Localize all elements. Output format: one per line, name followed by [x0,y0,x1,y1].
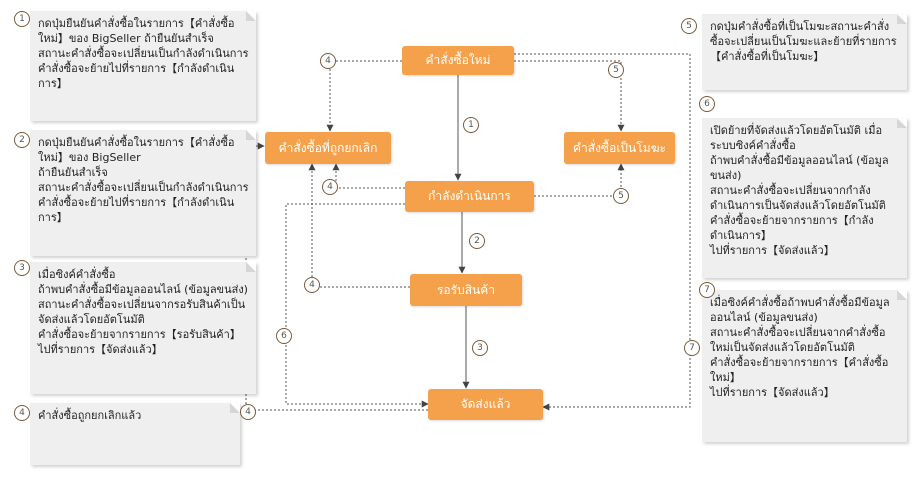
node-new-order: คำสั่งซื้อใหม่ [402,46,514,75]
edge-badge-new-to-invalid: 5 [608,62,624,78]
note-6: เปิดย้ายที่จัดส่งแล้วโดยอัตโนมัติ เมื่อร… [702,118,907,278]
note-fold [246,130,256,140]
edge-badge-awaiting-to-shipped: 3 [472,340,488,356]
edge-badge-new-to-processing: 1 [463,117,479,133]
edge-badge-shipped-to-cancelled: 4 [240,404,256,420]
note-fold [897,14,907,24]
note-1-number: 1 [14,11,30,27]
edge-badge-processing-to-invalid: 5 [613,188,629,204]
node-awaiting-pickup: รอรับสินค้า [410,274,522,306]
edge-badge-new-to-cancelled: 4 [320,53,336,69]
node-invalid: คำสั่งซื้อเป็นโมฆะ [564,132,675,164]
note-6-text: เปิดย้ายที่จัดส่งแล้วโดยอัตโนมัติ เมื่อร… [710,124,889,257]
note-3-number: 3 [14,260,30,276]
note-2: กดปุ่มยืนยันคำสั่งซื้อในรายการ【คำสั่งซื้… [30,130,256,256]
edge-badge-new-to-shipped: 7 [684,340,700,356]
note-4: คำสั่งซื้อถูกยกเลิกแล้ว [30,403,240,465]
edge-new-to-shipped [514,53,691,411]
note-fold [897,290,907,300]
note-3-text: เมื่อซิงค์คำสั่งซื้อ ถ้าพบคำสั่งซื้อมีข้… [38,268,248,356]
note-2-text: กดปุ่มยืนยันคำสั่งซื้อในรายการ【คำสั่งซื้… [38,136,249,224]
note-fold [230,403,240,413]
edge-badge-awaiting-to-cancelled: 4 [304,277,320,293]
note-6-number: 6 [699,96,715,112]
node-shipped: จัดส่งแล้ว [428,389,543,420]
edge-badge-processing-to-awaiting: 2 [469,233,485,249]
note-fold [246,262,256,272]
note-3: เมื่อซิงค์คำสั่งซื้อ ถ้าพบคำสั่งซื้อมีข้… [30,262,256,394]
note-7-text: เมื่อซิงค์คำสั่งซื้อถ้าพบคำสั่งซื้อมีข้อ… [710,296,890,399]
node-processing: กำลังดำเนินการ [405,181,534,212]
note-2-number: 2 [14,132,30,148]
note-5-number: 5 [681,18,697,34]
note-fold [897,118,907,128]
note-7-number: 7 [699,282,715,298]
note-1: กดปุ่มยืนยันคำสั่งซื้อในรายการ【คำสั่งซื้… [30,11,256,121]
edge-processing-to-invalid [534,163,625,197]
note-fold [246,11,256,21]
edge-processing-to-cancelled [332,163,405,189]
note-4-number: 4 [14,405,30,421]
node-cancelled: คำสั่งซื้อที่ถูกยกเลิก [265,132,391,164]
edge-new-to-cancelled [326,60,402,132]
note-4-text: คำสั่งซื้อถูกยกเลิกแล้ว [38,409,142,422]
edge-new-to-invalid [514,60,625,132]
note-5-text: กดปุ่มคำสั่งซื้อที่เป็นโมฆะสถานะคำสั่งซื… [710,20,897,63]
edge-badge-processing-to-shipped: 6 [276,328,292,344]
edge-badge-processing-to-cancelled: 4 [322,179,338,195]
note-1-text: กดปุ่มยืนยันคำสั่งซื้อในรายการ【คำสั่งซื้… [38,17,249,90]
note-5: กดปุ่มคำสั่งซื้อที่เป็นโมฆะสถานะคำสั่งซื… [702,14,907,90]
note-7: เมื่อซิงค์คำสั่งซื้อถ้าพบคำสั่งซื้อมีข้อ… [702,290,907,442]
edge-processing-to-shipped [285,203,429,408]
